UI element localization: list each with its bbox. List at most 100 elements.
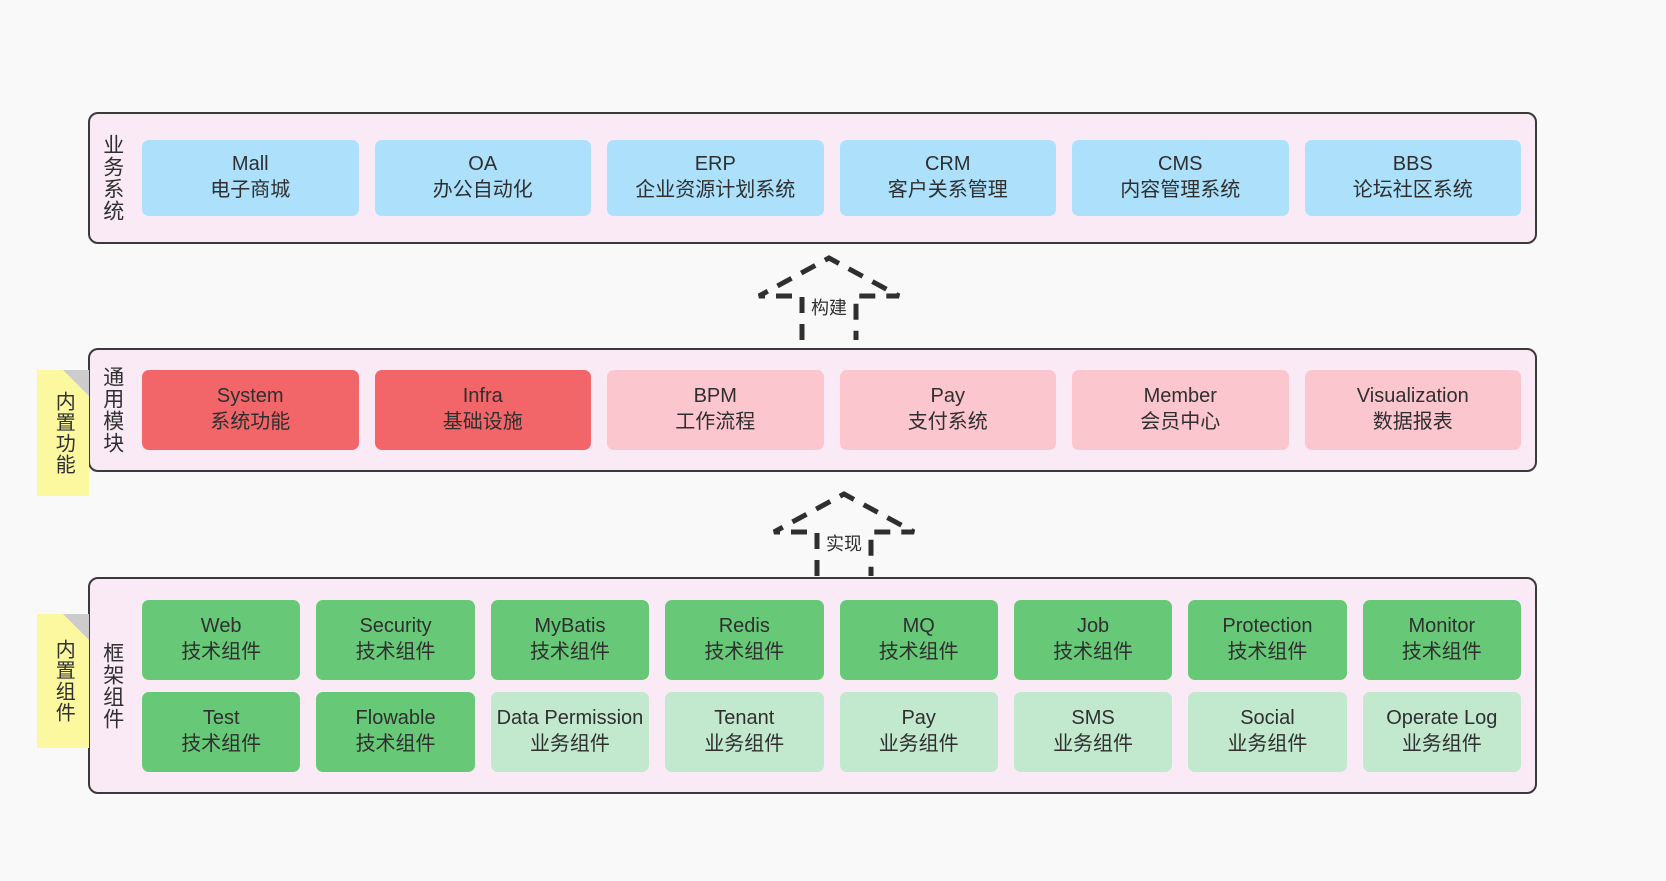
card-pay-component[interactable]: Pay 业务组件 bbox=[839, 691, 998, 772]
layer-title-common: 通用模块 bbox=[100, 366, 124, 454]
card-cms-en: CMS bbox=[1158, 153, 1203, 176]
card-erp-en: ERP bbox=[694, 153, 736, 176]
card-crm-en: CRM bbox=[924, 153, 971, 176]
card-sms-en: SMS bbox=[1071, 706, 1115, 729]
card-mybatis-cn: 技术组件 bbox=[529, 640, 610, 663]
layer-common-modules: 通用模块 System 系统功能 Infra 基础设施 BPM 工作流程 Pay… bbox=[88, 348, 1537, 472]
card-job-en: Job bbox=[1076, 614, 1110, 637]
card-mq[interactable]: MQ 技术组件 bbox=[839, 599, 998, 680]
card-security-en: Security bbox=[359, 614, 432, 637]
note-builtin-function-label: 内置功能 bbox=[52, 391, 75, 475]
layer-business-systems: 业务系统 Mall 电子商城 OA 办公自动化 ERP 企业资源计划系统 CRM… bbox=[88, 112, 1537, 244]
card-erp[interactable]: ERP 企业资源计划系统 bbox=[607, 140, 824, 216]
layer-body-framework: Web 技术组件 Security 技术组件 MyBatis 技术组件 Redi… bbox=[134, 579, 1535, 792]
card-test-cn: 技术组件 bbox=[181, 732, 262, 755]
card-mybatis[interactable]: MyBatis 技术组件 bbox=[490, 599, 650, 680]
card-job-cn: 技术组件 bbox=[1053, 640, 1134, 663]
card-sms[interactable]: SMS 业务组件 bbox=[1013, 691, 1173, 772]
card-mq-en: MQ bbox=[902, 614, 935, 637]
card-test-en: Test bbox=[202, 706, 240, 729]
card-mall-en: Mall bbox=[231, 153, 269, 176]
card-cms[interactable]: CMS 内容管理系统 bbox=[1072, 140, 1289, 216]
card-redis-en: Redis bbox=[718, 614, 770, 637]
card-infra-cn: 基础设施 bbox=[442, 411, 523, 433]
card-bpm-cn: 工作流程 bbox=[675, 411, 756, 433]
framework-tech-row: Web 技术组件 Security 技术组件 MyBatis 技术组件 Redi… bbox=[142, 599, 1521, 680]
card-flowable-cn: 技术组件 bbox=[355, 732, 436, 755]
card-operate-log-cn: 业务组件 bbox=[1401, 732, 1482, 755]
note-builtin-component-label: 内置组件 bbox=[52, 639, 75, 723]
card-visualization-en: Visualization bbox=[1356, 385, 1469, 408]
card-pay-component-en: Pay bbox=[901, 706, 936, 729]
card-redis[interactable]: Redis 技术组件 bbox=[665, 599, 824, 680]
card-bpm[interactable]: BPM 工作流程 bbox=[607, 370, 824, 450]
card-pay-module-cn: 支付系统 bbox=[907, 411, 988, 433]
card-bpm-en: BPM bbox=[693, 385, 737, 408]
note-builtin-component: 内置组件 bbox=[37, 614, 89, 748]
card-mybatis-en: MyBatis bbox=[534, 614, 606, 637]
card-member-en: Member bbox=[1143, 385, 1217, 408]
card-data-permission-cn: 业务组件 bbox=[529, 732, 610, 755]
card-mall[interactable]: Mall 电子商城 bbox=[142, 140, 359, 216]
card-job[interactable]: Job 技术组件 bbox=[1013, 599, 1173, 680]
card-crm-cn: 客户关系管理 bbox=[887, 179, 1008, 201]
card-social[interactable]: Social 业务组件 bbox=[1188, 691, 1347, 772]
card-pay-module-en: Pay bbox=[930, 385, 965, 408]
business-card-row: Mall 电子商城 OA 办公自动化 ERP 企业资源计划系统 CRM 客户关系… bbox=[142, 140, 1521, 216]
card-infra[interactable]: Infra 基础设施 bbox=[374, 370, 591, 450]
card-protection-en: Protection bbox=[1222, 614, 1313, 637]
arrow-build-label: 构建 bbox=[811, 298, 847, 318]
card-sms-cn: 业务组件 bbox=[1053, 732, 1134, 755]
card-system-en: System bbox=[216, 385, 284, 408]
card-tenant[interactable]: Tenant 业务组件 bbox=[665, 691, 824, 772]
card-system[interactable]: System 系统功能 bbox=[142, 370, 359, 450]
card-infra-en: Infra bbox=[462, 385, 503, 408]
card-member-cn: 会员中心 bbox=[1140, 411, 1221, 433]
card-erp-cn: 企业资源计划系统 bbox=[635, 179, 796, 201]
arrow-implement: 实现 bbox=[770, 491, 918, 576]
card-member[interactable]: Member 会员中心 bbox=[1072, 370, 1289, 450]
card-security[interactable]: Security 技术组件 bbox=[316, 599, 475, 680]
note-builtin-function: 内置功能 bbox=[37, 370, 89, 496]
card-web-en: Web bbox=[200, 614, 242, 637]
card-pay-module[interactable]: Pay 支付系统 bbox=[839, 370, 1056, 450]
card-flowable[interactable]: Flowable 技术组件 bbox=[316, 691, 475, 772]
layer-body-business: Mall 电子商城 OA 办公自动化 ERP 企业资源计划系统 CRM 客户关系… bbox=[134, 114, 1535, 242]
card-crm[interactable]: CRM 客户关系管理 bbox=[839, 140, 1056, 216]
card-web-cn: 技术组件 bbox=[181, 640, 262, 663]
card-web[interactable]: Web 技术组件 bbox=[142, 599, 301, 680]
arrow-build: 构建 bbox=[755, 255, 903, 340]
card-operate-log[interactable]: Operate Log 业务组件 bbox=[1362, 691, 1521, 772]
card-monitor[interactable]: Monitor 技术组件 bbox=[1362, 599, 1521, 680]
card-system-cn: 系统功能 bbox=[210, 411, 291, 433]
card-tenant-en: Tenant bbox=[714, 706, 775, 729]
card-visualization[interactable]: Visualization 数据报表 bbox=[1304, 370, 1521, 450]
arrow-implement-label: 实现 bbox=[826, 534, 862, 554]
card-security-cn: 技术组件 bbox=[355, 640, 436, 663]
layer-title-framework: 框架组件 bbox=[100, 641, 124, 730]
card-redis-cn: 技术组件 bbox=[704, 640, 785, 663]
card-pay-component-cn: 业务组件 bbox=[878, 732, 959, 755]
layer-body-common: System 系统功能 Infra 基础设施 BPM 工作流程 Pay 支付系统… bbox=[134, 350, 1535, 470]
card-flowable-en: Flowable bbox=[355, 706, 436, 729]
card-protection[interactable]: Protection 技术组件 bbox=[1188, 599, 1347, 680]
card-data-permission[interactable]: Data Permission 业务组件 bbox=[490, 691, 650, 772]
card-protection-cn: 技术组件 bbox=[1227, 640, 1308, 663]
card-cms-cn: 内容管理系统 bbox=[1120, 179, 1241, 201]
framework-biz-row: Test 技术组件 Flowable 技术组件 Data Permission … bbox=[142, 691, 1521, 772]
card-oa-cn: 办公自动化 bbox=[432, 179, 533, 201]
card-bbs[interactable]: BBS 论坛社区系统 bbox=[1304, 140, 1521, 216]
card-bbs-cn: 论坛社区系统 bbox=[1352, 179, 1473, 201]
card-social-cn: 业务组件 bbox=[1227, 732, 1308, 755]
card-visualization-cn: 数据报表 bbox=[1372, 411, 1453, 433]
card-mall-cn: 电子商城 bbox=[210, 179, 291, 201]
card-oa-en: OA bbox=[468, 153, 498, 176]
card-social-en: Social bbox=[1240, 706, 1295, 729]
layer-framework-components: 框架组件 Web 技术组件 Security 技术组件 MyBatis 技术组件… bbox=[88, 577, 1537, 794]
card-oa[interactable]: OA 办公自动化 bbox=[374, 140, 591, 216]
card-test[interactable]: Test 技术组件 bbox=[142, 691, 301, 772]
card-bbs-en: BBS bbox=[1392, 153, 1433, 176]
layer-title-business: 业务系统 bbox=[100, 134, 124, 222]
card-mq-cn: 技术组件 bbox=[878, 640, 959, 663]
card-monitor-en: Monitor bbox=[1408, 614, 1476, 637]
